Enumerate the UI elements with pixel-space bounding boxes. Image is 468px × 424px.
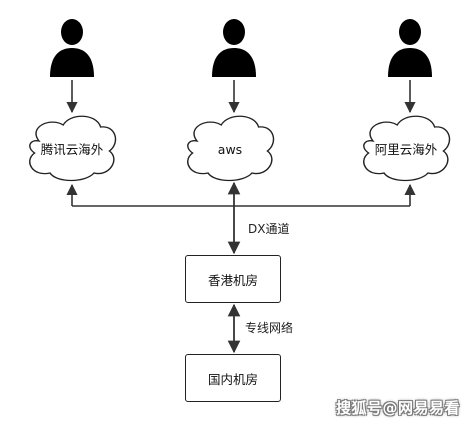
user-icon-center (212, 19, 256, 77)
user-icon-left (50, 19, 94, 77)
label-dedicated-line: 专线网络 (245, 321, 294, 335)
user-icon-right (388, 19, 432, 77)
node-aws: aws (217, 142, 243, 157)
watermark: 搜狐号@网易易看 (335, 399, 460, 417)
node-tencent-overseas: 腾讯云海外 (40, 142, 104, 157)
label-dx-channel: DX通道 (248, 222, 290, 236)
node-domestic-room: 国内机房 (185, 354, 281, 402)
node-aliyun-overseas: 阿里云海外 (374, 142, 438, 157)
node-hk-room: 香港机房 (185, 255, 281, 303)
